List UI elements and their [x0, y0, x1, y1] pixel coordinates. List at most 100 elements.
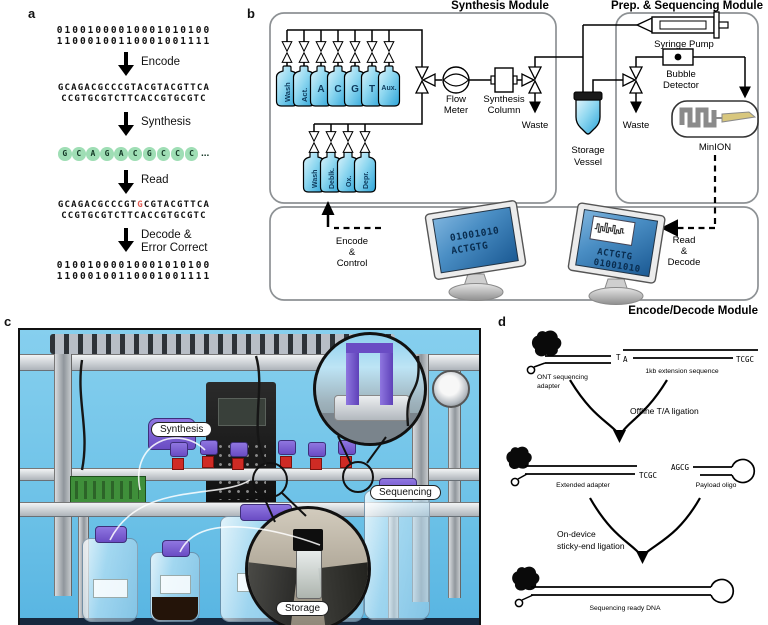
binary-output: 01001000010001010100 1100010011000100111…	[43, 260, 225, 282]
minion-label: MinION	[699, 142, 731, 153]
error-base: G	[137, 200, 144, 210]
tcgc-overhang: TCGC	[639, 471, 657, 480]
base-bead: C	[156, 147, 171, 161]
a-overhang: A	[623, 355, 628, 364]
left-post	[54, 354, 72, 596]
binary-line: 01001000010001010100	[56, 260, 212, 271]
extended-adapter: TCGC Extended adapter	[506, 446, 657, 489]
dna-line: CCGTGCGTCTTCACCGTGCGTC	[61, 211, 207, 221]
photo-label-storage: Storage	[276, 601, 330, 616]
flow-meter-label: Meter	[444, 105, 468, 116]
panel-c-letter: c	[4, 314, 12, 329]
encode-monitor: 01001010 ACTGTG	[424, 200, 527, 301]
tether-circle	[526, 365, 536, 375]
bottle-label: Wash	[283, 82, 292, 102]
sequencing-inset	[313, 332, 427, 446]
glass-bottle	[82, 526, 138, 622]
dna-line: GCAGACGCCCGTACGTACGTTCA	[57, 83, 211, 93]
encode-control-label: &	[349, 247, 356, 258]
vial-holder	[318, 562, 368, 625]
bottle-label: Deblk.	[329, 168, 336, 189]
read-dna: GCAGACGCCCGTGCGTACGTTCA CCGTGCGTCTTCACCG…	[43, 200, 225, 222]
bottle-label: G	[351, 84, 359, 95]
encoded-dna: GCAGACGCCCGTACGTACGTTCA CCGTGCGTCTTCACCG…	[43, 83, 225, 105]
prep-module-title: Prep. & Sequencing Module	[611, 0, 763, 12]
adapter-label: ONT sequencing	[537, 374, 588, 381]
extension-sequence: A TCGC 1kb extension sequence	[623, 349, 758, 375]
down-arrow-icon	[118, 52, 134, 76]
prep-valve	[622, 66, 643, 94]
column-outlet-valve	[521, 66, 542, 94]
circuit-board	[70, 476, 146, 504]
encode-decode-module-title: Encode/Decode Module	[628, 305, 758, 317]
synthesis-valve	[170, 442, 188, 470]
sequencing-ready-dna: Sequencing ready DNA	[512, 566, 735, 612]
pressure-gauge	[432, 370, 470, 408]
step-synthesis: Synthesis	[141, 116, 191, 128]
bubble-detector-label: Detector	[663, 80, 699, 91]
bottle-label: Aux.	[381, 85, 396, 92]
synthesis-valve	[278, 440, 296, 468]
binary-input: 01001000010001010100 1100010011000100111…	[43, 25, 225, 47]
vial-cap	[293, 529, 323, 551]
base-bead: G	[142, 147, 157, 161]
down-arrow-icon	[118, 228, 134, 252]
seq-ready-label: Sequencing ready DNA	[589, 605, 660, 612]
ligation-diagram: T ONT sequencing adapter A TCGC 1kb exte…	[506, 330, 758, 612]
photo-label-sequencing: Sequencing	[370, 485, 441, 500]
step-encode: Encode	[141, 56, 181, 68]
schematic-diagram: Synthesis Module Prep. & Sequencing Modu…	[269, 0, 763, 317]
tether-circle	[510, 477, 520, 487]
step-decode: Decode & Error Correct	[141, 229, 208, 254]
nanopore-channel	[679, 107, 717, 128]
binary-line: 11000100110001001111	[56, 270, 212, 282]
waste-label-right: Waste	[623, 120, 650, 131]
bottle-label: Ox.	[346, 176, 353, 187]
panel-b-letter: b	[247, 6, 255, 21]
flow-meter	[442, 66, 470, 94]
binary-line: 01001000010001010100	[56, 25, 212, 36]
payload-oligo: AGCG Payload oligo	[671, 458, 756, 489]
photo-label-synthesis: Synthesis	[151, 422, 213, 437]
device-photo: Synthesis Sequencing Storage	[18, 328, 481, 625]
decode-monitor: ACTGTG 01001010	[567, 202, 666, 305]
base-bead: C	[184, 147, 199, 161]
ligation-arrows-1	[569, 379, 668, 443]
payload-label: Payload oligo	[696, 482, 737, 489]
clamp-post	[346, 343, 359, 405]
hairpin-loop	[731, 458, 756, 484]
bottle-label: Act.	[300, 88, 309, 102]
bottle-label: C	[334, 84, 341, 95]
dna-line: CCGTGCGTCTTCACCGTGCGTC	[61, 94, 207, 104]
extension-label: 1kb extension sequence	[645, 368, 719, 375]
synthesis-valve	[230, 442, 248, 470]
ondevice-ligation-label: On-device	[557, 529, 596, 539]
chemical-bottles: Wash Deblk. Ox. Depr.	[302, 151, 377, 193]
base-bead: A	[86, 147, 100, 161]
read-decode-label: Decode	[668, 257, 701, 268]
synthesized-bases: G C A G A C G C C C ...	[58, 147, 209, 161]
bubble-detector	[662, 48, 694, 66]
storage-vessel-label: Vessel	[574, 157, 602, 168]
ondevice-ligation-label: sticky-end ligation	[557, 541, 625, 551]
down-arrow-icon	[118, 170, 134, 194]
synthesis-valve	[308, 442, 326, 470]
syringe-pump	[635, 11, 729, 39]
right-post-2	[448, 368, 461, 598]
waste-label-left: Waste	[522, 120, 549, 131]
minion-device	[671, 100, 759, 138]
ont-adapter: T ONT sequencing adapter	[526, 330, 621, 390]
encode-control-label: Encode	[336, 236, 368, 247]
pump-display	[218, 398, 266, 426]
synthesis-column-label: Synthesis	[483, 94, 524, 105]
cable-chain	[50, 334, 395, 354]
tether-circle	[514, 598, 524, 608]
agcg-overhang: AGCG	[671, 463, 690, 472]
selector-valve	[415, 66, 436, 94]
synthesis-column-label: Column	[488, 105, 521, 116]
adapter-label: adapter	[537, 383, 561, 390]
t-overhang: T	[616, 353, 621, 362]
glass-bottle	[364, 478, 430, 620]
synthesis-valve	[338, 440, 356, 468]
hairpin-loop	[710, 578, 735, 604]
